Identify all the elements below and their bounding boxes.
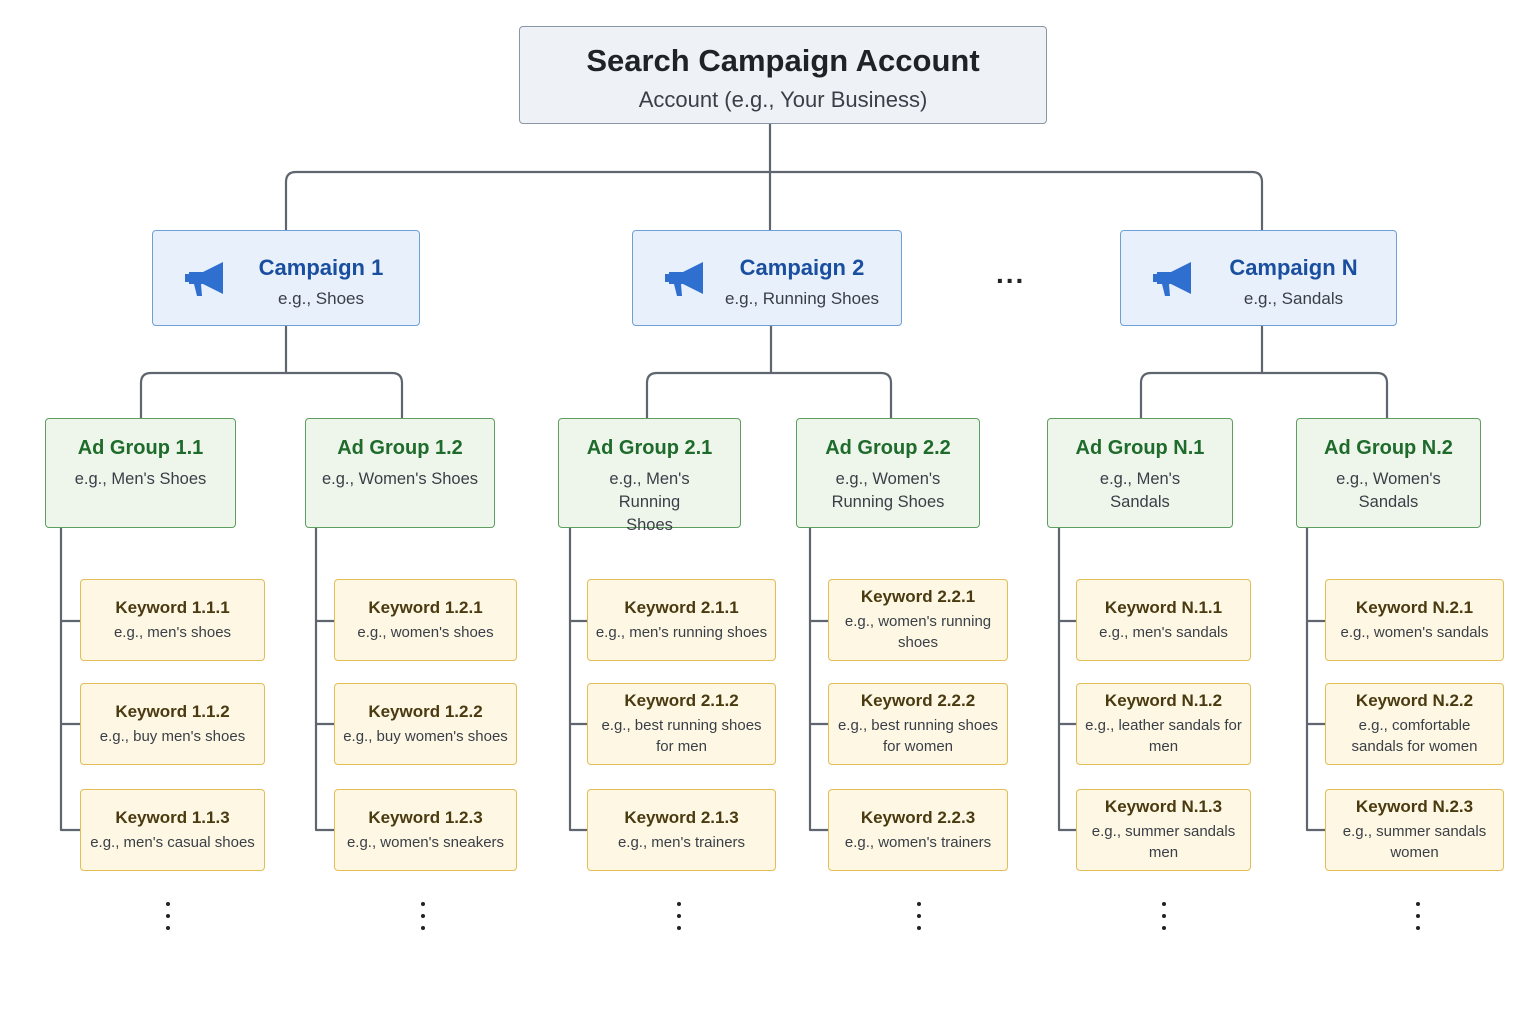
keyword-example: e.g., men's casual shoes	[90, 833, 255, 851]
account-subtitle: Account (e.g., Your Business)	[638, 87, 928, 112]
keyword-title: Keyword 1.1.2	[115, 701, 230, 721]
keyword-node: Keyword N.1.3 e.g., summer sandals men	[1076, 789, 1251, 871]
keyword-node: Keyword N.2.3 e.g., summer sandals women	[1325, 789, 1504, 871]
keyword-title: Keyword 2.2.1	[860, 587, 976, 606]
campaign-example: e.g., Shoes	[277, 289, 364, 308]
ad-group-example: e.g., Women's Shoes	[321, 470, 478, 488]
keyword-node: Keyword 2.1.3 e.g., men's trainers	[587, 789, 776, 871]
megaphone-icon	[1153, 262, 1191, 296]
keyword-title: Keyword N.2.3	[1355, 797, 1474, 816]
keyword-title: Keyword 2.2.3	[860, 807, 976, 827]
ad-group-example: e.g., Women's Sandals	[1336, 470, 1441, 511]
campaign-node: Campaign 2 e.g., Running Shoes	[632, 230, 902, 326]
campaign-example: e.g., Sandals	[1243, 289, 1344, 308]
more-keywords-ellipsis	[1414, 900, 1422, 934]
keyword-title: Keyword N.1.3	[1104, 797, 1223, 816]
ad-group-title: Ad Group 1.2	[337, 437, 463, 459]
keyword-title: Keyword 2.1.2	[624, 691, 739, 710]
keyword-title: Keyword N.1.1	[1104, 597, 1223, 617]
campaign-example: e.g., Running Shoes	[724, 289, 880, 308]
megaphone-icon	[665, 262, 703, 296]
keyword-example: e.g., men's running shoes	[595, 623, 768, 641]
megaphone-icon	[185, 262, 223, 296]
keyword-title: Keyword N.2.1	[1355, 597, 1474, 617]
keyword-title: Keyword 1.1.3	[115, 807, 230, 827]
ad-group-node: Ad Group 1.1 e.g., Men's Shoes	[45, 418, 236, 528]
keyword-example: e.g., men's sandals	[1099, 623, 1228, 641]
keyword-node: Keyword 2.1.2 e.g., best running shoes f…	[587, 683, 776, 765]
campaign-node: Campaign 1 e.g., Shoes	[152, 230, 420, 326]
keyword-node: Keyword 1.1.3 e.g., men's casual shoes	[80, 789, 265, 871]
campaign-node: Campaign N e.g., Sandals	[1120, 230, 1397, 326]
ad-group-title: Ad Group 2.2	[825, 437, 951, 459]
keyword-node: Keyword 1.1.2 e.g., buy men's shoes	[80, 683, 265, 765]
keyword-node: Keyword 1.1.1 e.g., men's shoes	[80, 579, 265, 661]
account-node: Search Campaign Account Account (e.g., Y…	[519, 26, 1047, 124]
keyword-title: Keyword 1.2.3	[368, 807, 483, 827]
keyword-title: Keyword 1.2.1	[368, 597, 483, 617]
keyword-node: Keyword N.1.2 e.g., leather sandals for …	[1076, 683, 1251, 765]
keyword-example: e.g., women's shoes	[357, 623, 494, 641]
ad-group-node: Ad Group 2.2 e.g., Women's Running Shoes	[796, 418, 980, 528]
more-keywords-ellipsis	[164, 900, 172, 934]
keyword-example: e.g., men's trainers	[617, 833, 746, 851]
keyword-example: e.g., buy men's shoes	[99, 727, 246, 745]
keyword-example: e.g., leather sandals for men	[1085, 717, 1242, 755]
keyword-node: Keyword 2.1.1 e.g., men's running shoes	[587, 579, 776, 661]
keyword-example: e.g., comfortable sandals for women	[1351, 717, 1478, 755]
campaign-title: Campaign N	[1229, 255, 1358, 280]
keyword-title: Keyword 2.1.1	[624, 597, 739, 617]
ad-group-title: Ad Group N.2	[1324, 437, 1453, 459]
more-campaigns-ellipsis: ...	[996, 258, 1026, 289]
keyword-node: Keyword 2.2.3 e.g., women's trainers	[828, 789, 1008, 871]
ad-group-title: Ad Group 2.1	[586, 437, 713, 459]
keyword-title: Keyword 2.2.2	[860, 691, 976, 710]
keyword-example: e.g., women's running shoes	[844, 613, 992, 651]
keyword-example: e.g., women's trainers	[844, 833, 992, 851]
keyword-title: Keyword N.1.2	[1104, 691, 1223, 710]
keyword-node: Keyword 1.2.3 e.g., women's sneakers	[334, 789, 517, 871]
more-keywords-ellipsis	[675, 900, 683, 934]
ad-group-title: Ad Group N.1	[1075, 437, 1205, 459]
keyword-node: Keyword N.1.1 e.g., men's sandals	[1076, 579, 1251, 661]
ad-group-example: e.g., Men's Running Shoes	[609, 470, 690, 534]
ad-group-node: Ad Group 1.2 e.g., Women's Shoes	[305, 418, 495, 528]
keyword-node: Keyword 2.2.1 e.g., women's running shoe…	[828, 579, 1008, 661]
ad-group-example: e.g., Men's Sandals	[1099, 470, 1181, 511]
keyword-node: Keyword 2.2.2 e.g., best running shoes f…	[828, 683, 1008, 765]
keyword-example: e.g., buy women's shoes	[343, 727, 508, 745]
ad-group-example: e.g., Men's Shoes	[74, 470, 207, 488]
ad-group-node: Ad Group N.2 e.g., Women's Sandals	[1296, 418, 1481, 528]
ad-group-example: e.g., Women's Running Shoes	[831, 470, 945, 511]
keyword-node: Keyword N.2.2 e.g., comfortable sandals …	[1325, 683, 1504, 765]
keyword-node: Keyword 1.2.2 e.g., buy women's shoes	[334, 683, 517, 765]
keyword-example: e.g., women's sneakers	[346, 833, 505, 851]
ad-group-title: Ad Group 1.1	[77, 437, 204, 459]
keyword-title: Keyword 1.1.1	[115, 597, 230, 617]
keyword-example: e.g., summer sandals men	[1091, 823, 1236, 861]
keyword-example: e.g., men's shoes	[113, 623, 232, 641]
keyword-title: Keyword 2.1.3	[624, 807, 739, 827]
keyword-title: Keyword N.2.2	[1355, 691, 1474, 710]
keyword-example: e.g., best running shoes for women	[837, 717, 999, 755]
keyword-node: Keyword N.2.1 e.g., women's sandals	[1325, 579, 1504, 661]
ad-group-node: Ad Group N.1 e.g., Men's Sandals	[1047, 418, 1233, 528]
more-keywords-ellipsis	[1160, 900, 1168, 934]
keyword-title: Keyword 1.2.2	[368, 701, 483, 721]
keyword-node: Keyword 1.2.1 e.g., women's shoes	[334, 579, 517, 661]
keyword-example: e.g., women's sandals	[1340, 623, 1489, 641]
account-title: Search Campaign Account	[586, 43, 980, 78]
ad-group-node: Ad Group 2.1 e.g., Men's Running Shoes	[558, 418, 741, 534]
campaign-title: Campaign 2	[739, 255, 865, 280]
campaign-title: Campaign 1	[258, 255, 384, 280]
more-keywords-ellipsis	[915, 900, 923, 934]
keyword-example: e.g., summer sandals women	[1342, 823, 1487, 861]
more-keywords-ellipsis	[419, 900, 427, 934]
keyword-example: e.g., best running shoes for men	[601, 717, 762, 755]
